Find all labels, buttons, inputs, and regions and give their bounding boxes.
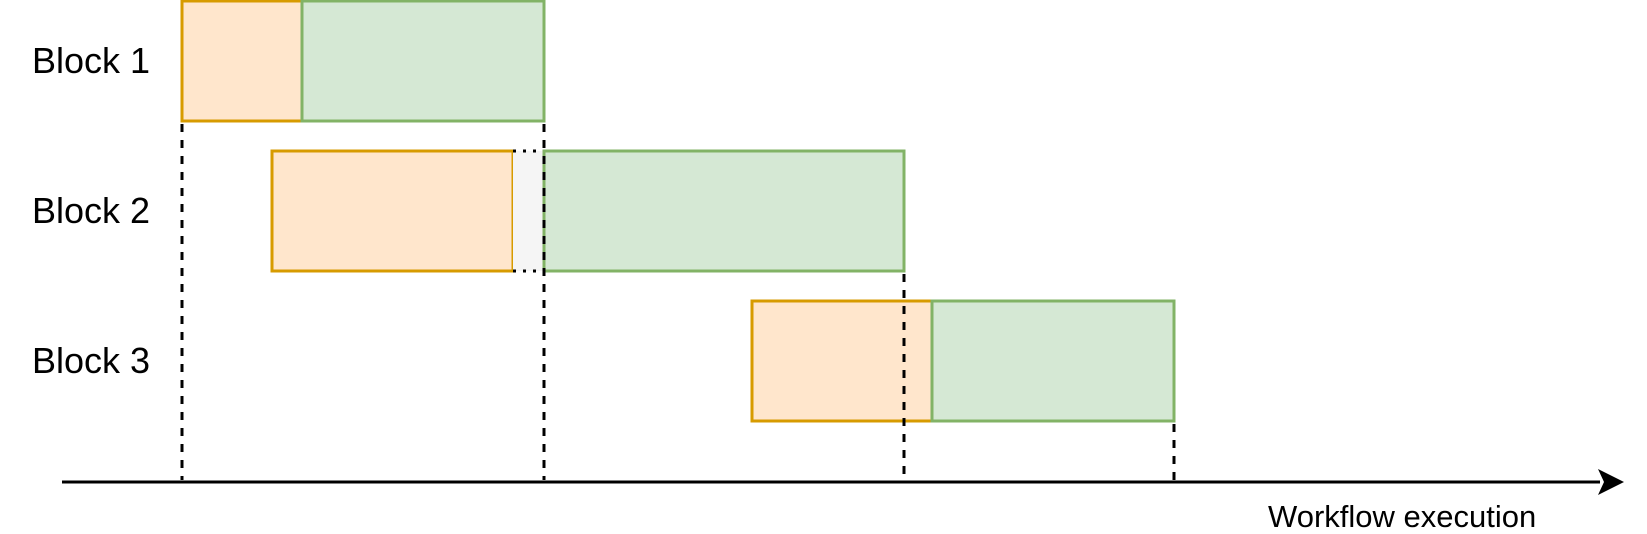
block-3-orange-segment [750, 299, 934, 423]
block-3-label: Block 3 [32, 340, 150, 381]
block-2-gray-wait-segment [513, 151, 544, 271]
block-1-green-segment [300, 0, 546, 123]
block-1-orange-segment [180, 0, 304, 123]
time-axis-arrow-icon [1596, 469, 1624, 495]
block-2-label: Block 2 [32, 190, 150, 231]
block-1-label: Block 1 [32, 40, 150, 81]
block-2-orange-segment [270, 149, 515, 273]
block-2-green-segment [542, 149, 906, 273]
block-3-green-segment [930, 299, 1176, 423]
time-axis-label: Workflow execution [1268, 499, 1536, 534]
